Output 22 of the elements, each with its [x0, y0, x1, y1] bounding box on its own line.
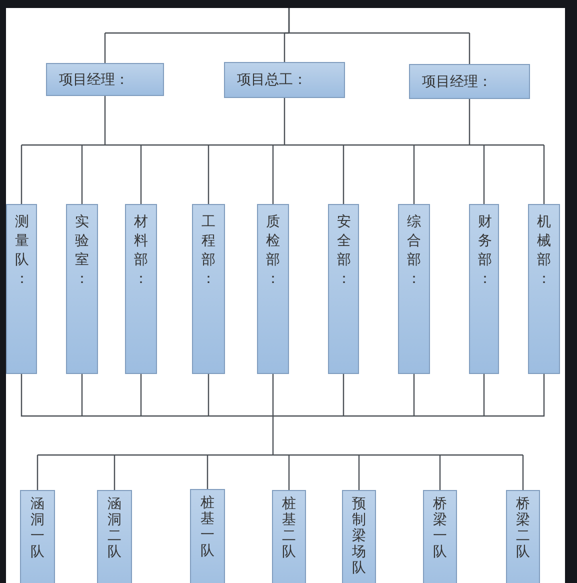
team-box: 涵洞一队 [20, 490, 55, 583]
connector-line [20, 373, 545, 491]
department-box: 综合部： [398, 204, 430, 374]
department-box: 工程部： [192, 204, 225, 374]
department-box: 机械部： [528, 204, 560, 374]
department-box: 质检部： [257, 204, 289, 374]
department-box: 财务部： [469, 204, 499, 374]
team-box: 桩基二队 [272, 490, 306, 583]
position-box: 项目经理： [409, 64, 530, 99]
department-box: 实验室： [66, 204, 98, 374]
position-box: 项目总工： [224, 62, 345, 98]
position-box: 项目经理： [46, 63, 164, 96]
team-box: 预制梁场队 [342, 490, 376, 583]
department-box: 材料部： [125, 204, 157, 374]
team-box: 桥梁二队 [506, 490, 540, 583]
department-box: 安全部： [328, 204, 359, 374]
connector-line [20, 95, 545, 205]
department-box: 测量队： [6, 204, 37, 374]
team-box: 桩基一队 [190, 489, 225, 583]
team-box: 桥梁一队 [423, 490, 457, 583]
team-box: 涵洞二队 [97, 490, 132, 583]
connector-line [288, 7, 470, 65]
